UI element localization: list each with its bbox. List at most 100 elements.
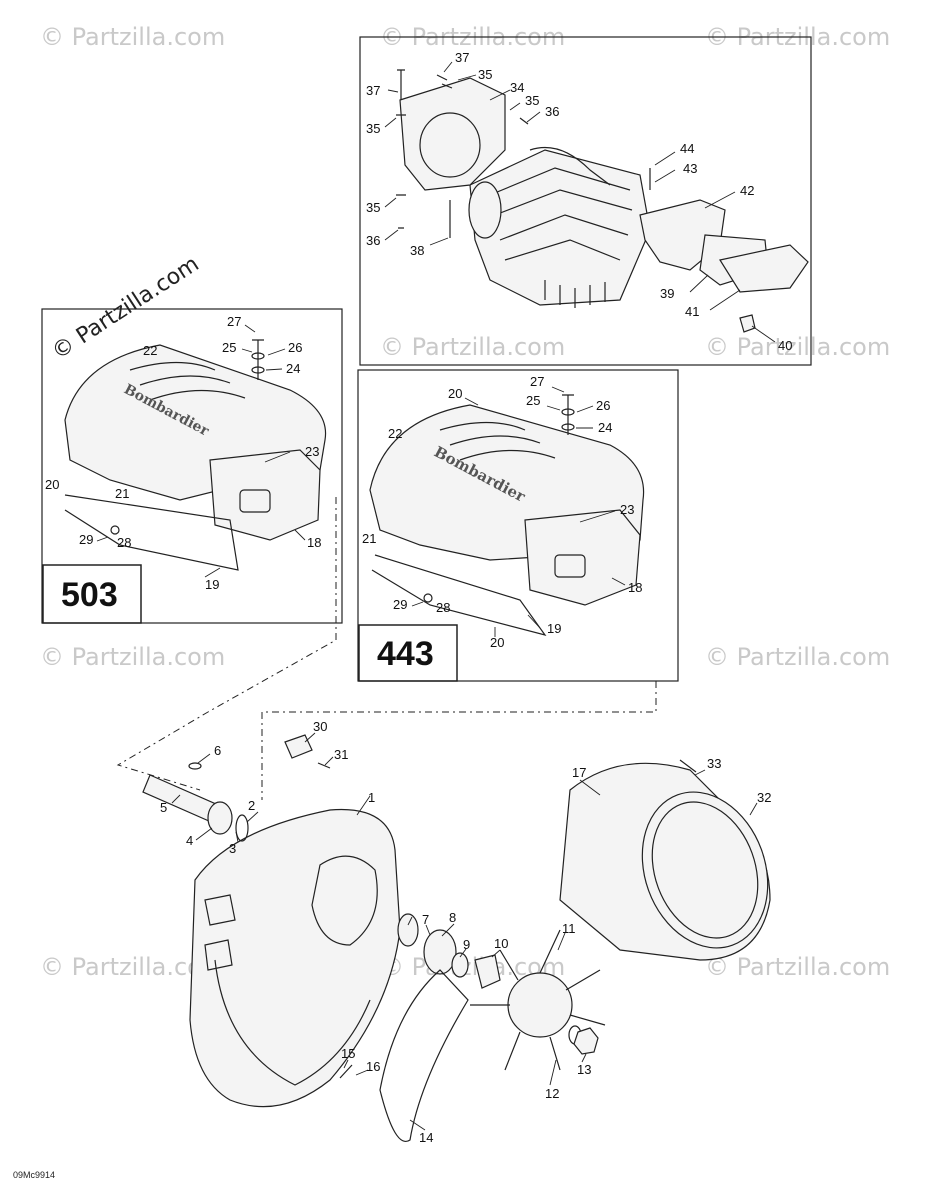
callout-28: 28 (117, 535, 131, 550)
callout-5: 5 (160, 800, 167, 815)
cable-clamp (284, 734, 313, 759)
callout-25: 25 (222, 340, 236, 355)
bolt-503 (110, 525, 120, 535)
callout-13: 13 (577, 1062, 591, 1077)
callout-4: 4 (186, 833, 193, 848)
housing-bolt (339, 1064, 353, 1079)
callout-10: 10 (494, 936, 508, 951)
intake-manifold (399, 77, 506, 191)
callout-20: 20 (448, 386, 462, 401)
assembly-reference-lines (116, 497, 657, 800)
callout-36: 36 (366, 233, 380, 248)
fan-housing (189, 808, 401, 1108)
callout-27: 27 (530, 374, 544, 389)
engine-callouts: 37 37 35 34 35 36 35 35 36 38 44 43 42 3… (366, 50, 792, 353)
callout-38: 38 (410, 243, 424, 258)
fan-cover-503-drawing: Bombardier (64, 339, 327, 571)
callout-40: 40 (778, 338, 792, 353)
shaft-key (188, 762, 202, 770)
callout-11: 11 (562, 921, 576, 936)
fan-housing-leaders (171, 732, 758, 1131)
callout-36: 36 (545, 104, 559, 119)
callout-1: 1 (368, 790, 375, 805)
callout-28: 28 (436, 600, 450, 615)
callout-39: 39 (660, 286, 674, 301)
callout-7: 7 (422, 912, 429, 927)
callout-25: 25 (526, 393, 540, 408)
muffler-shield-503 (209, 449, 321, 541)
fan-cover-503-callouts: 27 25 26 24 22 23 20 21 29 28 18 19 (45, 314, 321, 592)
cooling-fan-hub (507, 972, 573, 1038)
variant-443-frame (357, 369, 679, 682)
fan-belt (379, 969, 469, 1142)
grommet-443 (561, 423, 575, 431)
fan-housing-ring-inner (651, 801, 759, 939)
callout-22: 22 (388, 426, 402, 441)
callout-2: 2 (248, 798, 255, 813)
callout-42: 42 (740, 183, 754, 198)
callout-22: 22 (143, 343, 157, 358)
callout-24: 24 (286, 361, 300, 376)
callout-12: 12 (545, 1086, 559, 1101)
intake-nuts (436, 74, 529, 125)
fan-cover-443-callouts: 20 27 25 26 24 22 23 21 18 29 28 19 20 (362, 374, 642, 650)
watermark-main: © Partzilla.com (48, 252, 204, 365)
muffler-shield-443 (524, 509, 641, 606)
clamp-screw (317, 762, 331, 769)
housing-intake-ring (311, 855, 378, 946)
variant-503-frame (41, 308, 343, 624)
fan-housing-callouts: 1 2 3 4 5 6 30 31 17 33 32 6 7 8 9 10 11… (160, 719, 771, 1145)
ring-clamp (679, 759, 697, 773)
shaft-bearing (207, 801, 233, 835)
engine-studs (544, 280, 606, 308)
callout-20: 20 (490, 635, 504, 650)
watermark: © Partzilla.com (705, 333, 890, 361)
callout-37: 37 (366, 83, 380, 98)
callout-34: 34 (510, 80, 524, 95)
pulley-bearing (397, 913, 419, 947)
callout-31: 31 (334, 747, 348, 762)
grommet-503 (251, 366, 265, 374)
bolt-443 (423, 593, 433, 603)
callout-19: 19 (205, 577, 219, 592)
snap-ring (235, 814, 249, 842)
callout-26: 26 (288, 340, 302, 355)
watermark: © Partzilla.com (705, 643, 890, 671)
callout-30: 30 (313, 719, 327, 734)
variant-443-tag (358, 624, 458, 682)
intake-bolts (396, 69, 406, 229)
callout-29: 29 (79, 532, 93, 547)
engine-leaders (384, 61, 776, 343)
callout-35: 35 (525, 93, 539, 108)
callout-18: 18 (307, 535, 321, 550)
callout-6: 6 (214, 743, 221, 758)
callout-32: 32 (757, 790, 771, 805)
variant-503-label: 503 (61, 576, 118, 614)
callout-15: 15 (341, 1046, 355, 1061)
callout-3: 3 (229, 841, 236, 856)
intake-flange (468, 181, 502, 239)
callout-35: 35 (366, 200, 380, 215)
cover-embossing-503 (129, 361, 246, 401)
shield-window-443 (554, 554, 586, 578)
exhaust-nut (739, 314, 756, 333)
callout-19: 19 (547, 621, 561, 636)
watermark: © Partzilla.com (705, 953, 890, 981)
callout-35: 35 (478, 67, 492, 82)
engine-fins (489, 167, 633, 261)
pulley-half (423, 929, 457, 975)
callout-43: 43 (683, 161, 697, 176)
callout-17: 17 (572, 765, 586, 780)
callout-26: 26 (596, 398, 610, 413)
callout-23: 23 (305, 444, 319, 459)
support-plate-503 (64, 494, 239, 571)
variant-443-label: 443 (377, 635, 434, 673)
cooling-fan-blades (470, 929, 606, 1071)
callout-29: 29 (393, 597, 407, 612)
fan-cover-443-drawing: Bombardier (369, 394, 645, 636)
engine-intake-frame (359, 36, 812, 366)
callout-21: 21 (115, 486, 129, 501)
callout-14: 14 (419, 1130, 433, 1145)
fan-housing-ring (641, 791, 769, 949)
